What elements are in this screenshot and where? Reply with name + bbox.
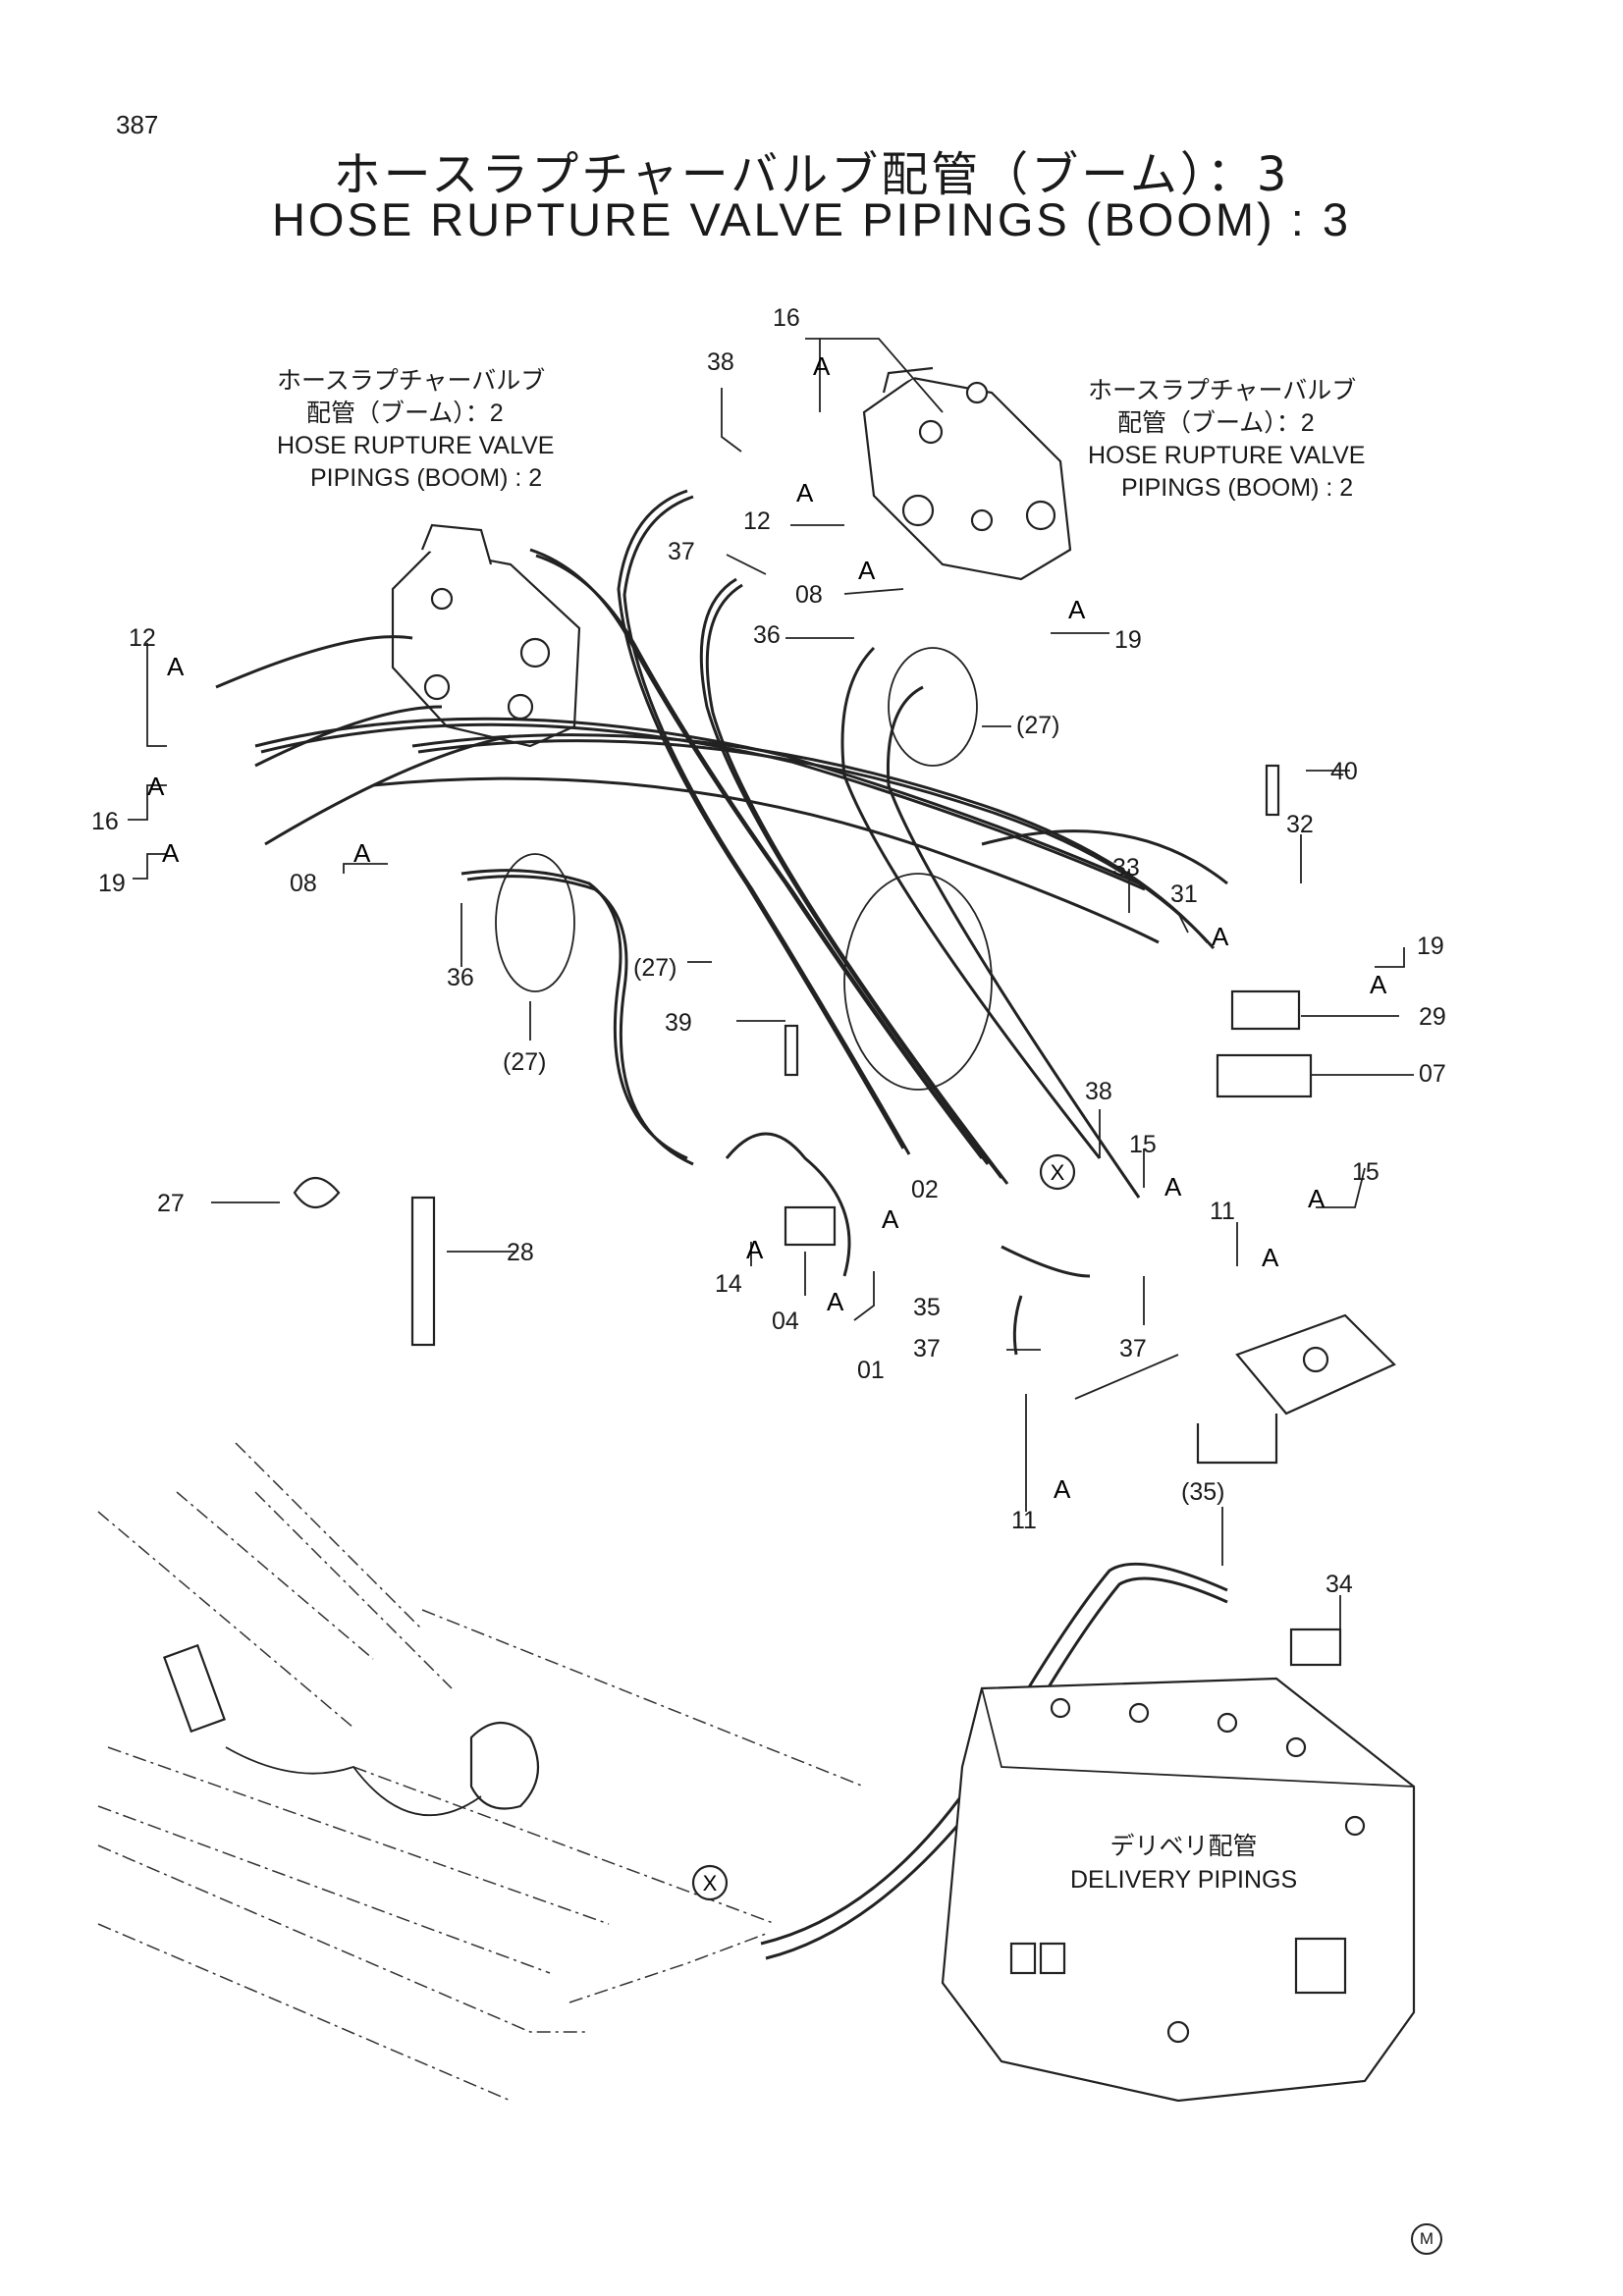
ref-a-11: A: [1164, 1172, 1182, 1201]
note-left-jp1: ホースラプチャーバルブ: [277, 367, 546, 395]
delivery-en: DELIVERY PIPINGS: [1070, 1866, 1298, 1894]
part-label-19: 19: [1114, 626, 1142, 654]
part-label-33: 33: [1112, 854, 1140, 881]
part-label-31: 31: [1170, 881, 1198, 908]
part-label-08-left: 08: [290, 870, 317, 897]
part-label-37-right: 37: [1119, 1335, 1147, 1362]
part-label-39: 39: [665, 1009, 692, 1037]
note-left-en2: PIPINGS (BOOM) : 2: [310, 464, 543, 492]
note-left-en1: HOSE RUPTURE VALVE: [277, 432, 555, 459]
part-label-35: 35: [913, 1294, 941, 1321]
ref-a-8: A: [353, 838, 371, 868]
part-label-27-right: (27): [1016, 712, 1060, 739]
part-label-08: 08: [795, 581, 823, 609]
ref-x-top: [1039, 1153, 1076, 1191]
ref-x-bottom-label: X: [703, 1871, 718, 1896]
right-valve-body: [862, 366, 1072, 581]
machine-outline: [97, 1442, 865, 2102]
part-label-11-lower: 11: [1011, 1507, 1037, 1534]
ref-a-16: A: [1262, 1243, 1279, 1272]
ref-marks: X X A A A A A A A A A A A A A A A A A: [147, 351, 1387, 1901]
part-label-40: 40: [1330, 758, 1358, 785]
part-label-35-ref: (35): [1181, 1478, 1225, 1506]
title-japanese: ホースラプチャーバルブ配管（ブーム）：3: [333, 147, 1290, 202]
ref-a-10: A: [1370, 970, 1387, 999]
hose-bundle: [215, 489, 1228, 1356]
title-english: HOSE RUPTURE VALVE PIPINGS (BOOM) : 3: [271, 193, 1352, 245]
note-right-en2: PIPINGS (BOOM) : 2: [1121, 474, 1354, 502]
note-right-jp2: 配管（ブーム）：2: [1117, 409, 1315, 437]
ref-a-2: A: [796, 478, 814, 507]
ref-a-6: A: [147, 772, 165, 801]
note-left-jp2: 配管（ブーム）：2: [306, 400, 504, 427]
delivery-jp: デリベリ配管: [1109, 1833, 1258, 1860]
part-label-27-center: (27): [633, 954, 677, 982]
note-right-reference: ホースラプチャーバルブ 配管（ブーム）：2 HOSE RUPTURE VALVE…: [1088, 375, 1365, 505]
part-label-32: 32: [1286, 811, 1314, 838]
part-label-27: 27: [157, 1190, 185, 1217]
part-label-38-lower: 38: [1085, 1078, 1112, 1105]
note-right-en1: HOSE RUPTURE VALVE: [1088, 442, 1366, 469]
part-label-15: 15: [1129, 1131, 1157, 1158]
leader-lines: [128, 338, 1414, 1629]
part-label-02: 02: [911, 1176, 939, 1203]
ref-a-15: A: [827, 1287, 844, 1316]
part-label-12: 12: [743, 507, 771, 535]
part-label-16-left: 16: [91, 808, 119, 835]
fittings: [293, 764, 1396, 1667]
part-label-36-left: 36: [447, 964, 474, 991]
part-label-12-left: 12: [129, 624, 156, 652]
block-07: [1216, 1053, 1313, 1098]
ref-a-9: A: [1212, 922, 1229, 951]
clamp-marker-center: [843, 873, 993, 1091]
ref-x-top-label: X: [1051, 1160, 1065, 1185]
ref-a-4: A: [1068, 595, 1086, 624]
part-label-29: 29: [1419, 1003, 1446, 1031]
delivery-pipings-reference: デリベリ配管 DELIVERY PIPINGS: [1070, 1830, 1297, 1896]
part-label-37: 37: [668, 538, 695, 565]
ref-a-5: A: [167, 652, 185, 681]
part-label-14: 14: [715, 1270, 742, 1298]
corner-mark: M: [1411, 2223, 1442, 2255]
part-label-04: 04: [772, 1308, 799, 1335]
part-label-19-left: 19: [98, 870, 126, 897]
ref-a-17: A: [1054, 1474, 1071, 1504]
bolt-39: [784, 1024, 799, 1077]
part-label-34: 34: [1325, 1571, 1353, 1598]
ref-x-bottom: [691, 1864, 729, 1901]
clamp-27: [293, 1177, 341, 1208]
bracket-lower: [1196, 1414, 1278, 1465]
note-left-reference: ホースラプチャーバルブ 配管（ブーム）：2 HOSE RUPTURE VALVE…: [277, 365, 554, 495]
clamp-marker-left: [495, 853, 575, 992]
fitting-34: [1289, 1628, 1342, 1667]
part-label-27-left: (27): [503, 1048, 547, 1076]
ref-a-13: A: [882, 1204, 899, 1234]
ref-a-14: A: [746, 1235, 764, 1264]
page-number: 387: [116, 110, 159, 139]
left-valve-body: [391, 523, 581, 748]
part-label-11: 11: [1210, 1198, 1235, 1225]
part-label-16: 16: [773, 304, 800, 332]
part-label-01: 01: [857, 1357, 885, 1384]
part-label-07: 07: [1419, 1060, 1446, 1088]
part-label-19-right: 19: [1417, 933, 1444, 960]
part-label-37-lower: 37: [913, 1335, 941, 1362]
ref-a-1: A: [813, 351, 831, 381]
control-valve: [941, 1677, 1416, 2103]
block-29: [1230, 989, 1301, 1031]
cable-tie-28: [410, 1196, 436, 1347]
ref-a-7: A: [162, 838, 180, 868]
ref-a-3: A: [858, 556, 876, 585]
part-label-38: 38: [707, 348, 734, 376]
part-label-36: 36: [753, 621, 781, 649]
block-04: [784, 1205, 837, 1247]
part-label-28: 28: [507, 1239, 534, 1266]
part-label-15-right: 15: [1352, 1158, 1380, 1186]
ref-a-12: A: [1308, 1184, 1325, 1213]
bolt-40: [1265, 764, 1280, 817]
clamp-marker-right: [888, 647, 978, 767]
note-right-jp1: ホースラプチャーバルブ: [1088, 377, 1357, 404]
